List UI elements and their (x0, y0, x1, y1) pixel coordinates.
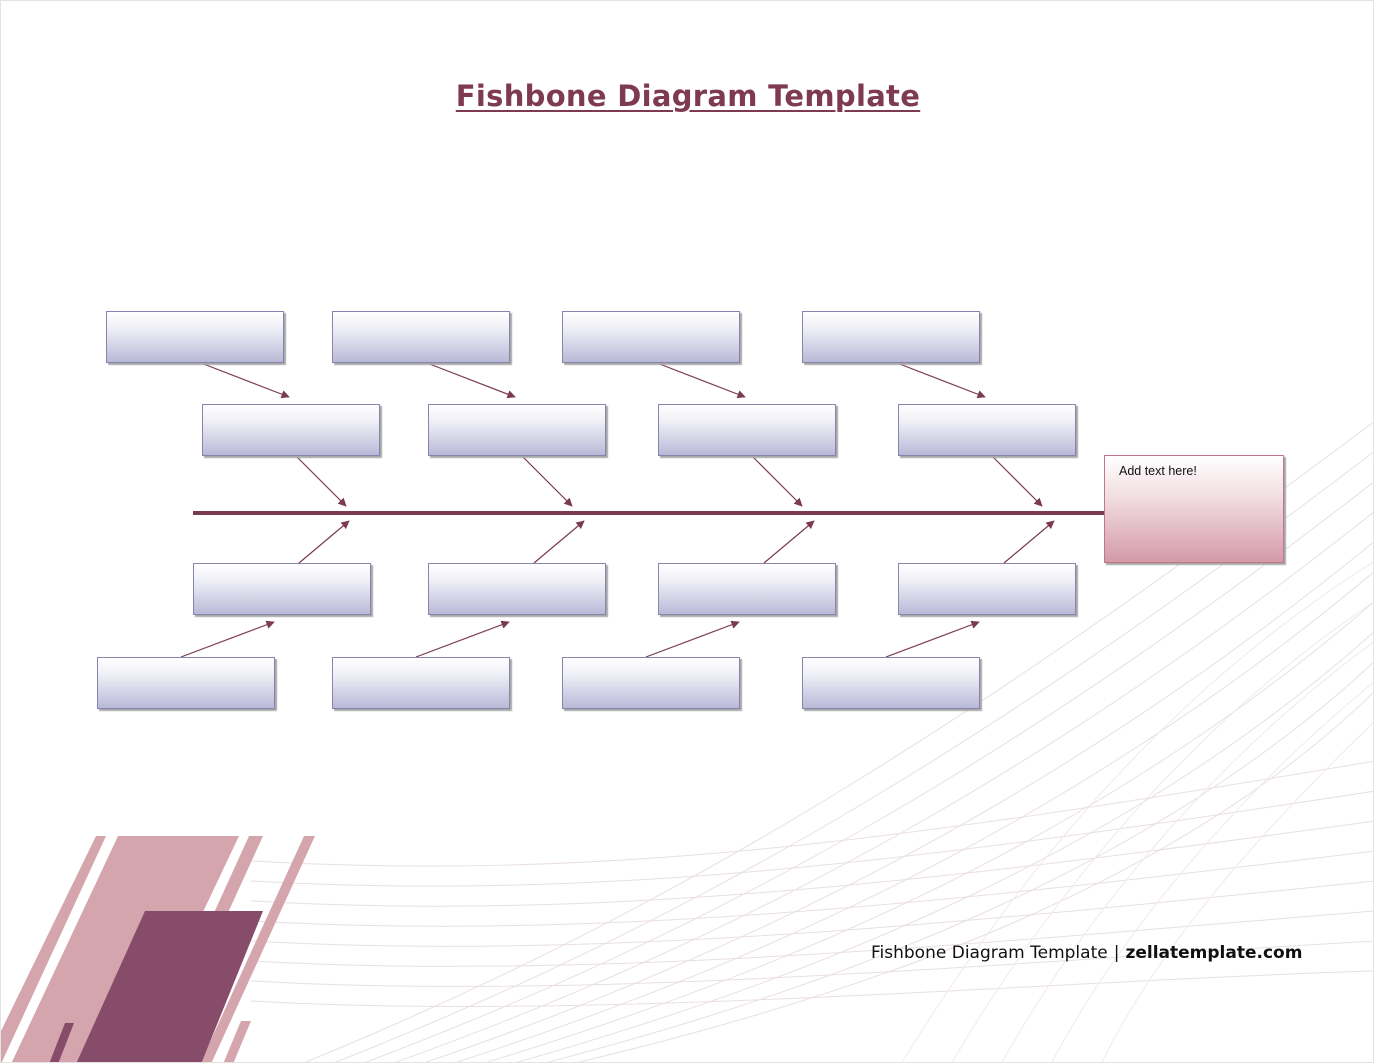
arrow-top-outer-3 (656, 362, 746, 399)
cause-box-top-inner-3[interactable] (658, 404, 836, 456)
arrow-top-inner-3 (752, 456, 803, 507)
arrow-top-inner-2 (522, 456, 573, 507)
arrow-bottom-outer-1 (180, 620, 275, 658)
cause-box-bottom-inner-4[interactable] (898, 563, 1076, 615)
bone-arrows (180, 362, 1055, 658)
arrow-bottom-outer-3 (645, 620, 740, 658)
footer-site[interactable]: zellatemplate.com (1125, 943, 1303, 963)
arrow-bottom-outer-2 (415, 620, 510, 658)
deco-stripe-1 (1, 836, 106, 1062)
arrow-top-inner-4 (992, 456, 1043, 507)
deco-stripe-4 (200, 836, 315, 1062)
footer: Fishbone Diagram Template|zellatemplate.… (871, 943, 1302, 963)
arrow-bottom-outer-4 (885, 620, 980, 658)
arrow-bottom-inner-4 (1003, 520, 1055, 564)
effect-box-text: Add text here! (1119, 464, 1197, 478)
arrow-bottom-inner-3 (763, 520, 815, 564)
arrow-top-outer-2 (426, 362, 516, 399)
cause-box-top-inner-2[interactable] (428, 404, 606, 456)
cause-box-bottom-outer-1[interactable] (97, 657, 275, 709)
cause-box-top-inner-1[interactable] (202, 404, 380, 456)
arrow-bottom-inner-1 (298, 520, 350, 564)
cause-box-bottom-outer-3[interactable] (562, 657, 740, 709)
cause-box-top-outer-1[interactable] (106, 311, 284, 363)
page-title: Fishbone Diagram Template (1, 79, 1373, 113)
deco-stripe-2 (11, 836, 239, 1062)
deco-dark-block (76, 911, 263, 1062)
deco-dark-small (49, 1023, 74, 1062)
cause-box-bottom-outer-4[interactable] (802, 657, 980, 709)
deco-stripe-5 (223, 1021, 251, 1062)
arrow-top-outer-4 (896, 362, 986, 399)
effect-box[interactable]: Add text here! (1104, 455, 1284, 563)
page-title-text: Fishbone Diagram Template (455, 79, 921, 113)
cause-box-top-inner-4[interactable] (898, 404, 1076, 456)
cause-box-top-outer-2[interactable] (332, 311, 510, 363)
footer-title: Fishbone Diagram Template (871, 943, 1108, 963)
footer-separator: | (1113, 943, 1120, 963)
cause-box-top-outer-3[interactable] (562, 311, 740, 363)
cause-box-bottom-inner-3[interactable] (658, 563, 836, 615)
cause-box-bottom-inner-1[interactable] (193, 563, 371, 615)
cause-box-top-outer-4[interactable] (802, 311, 980, 363)
cause-box-bottom-inner-2[interactable] (428, 563, 606, 615)
arrow-top-outer-1 (200, 362, 290, 399)
arrow-bottom-inner-2 (533, 520, 585, 564)
cause-box-bottom-outer-2[interactable] (332, 657, 510, 709)
corner-decoration (1, 836, 315, 1062)
arrow-top-inner-1 (296, 456, 347, 507)
